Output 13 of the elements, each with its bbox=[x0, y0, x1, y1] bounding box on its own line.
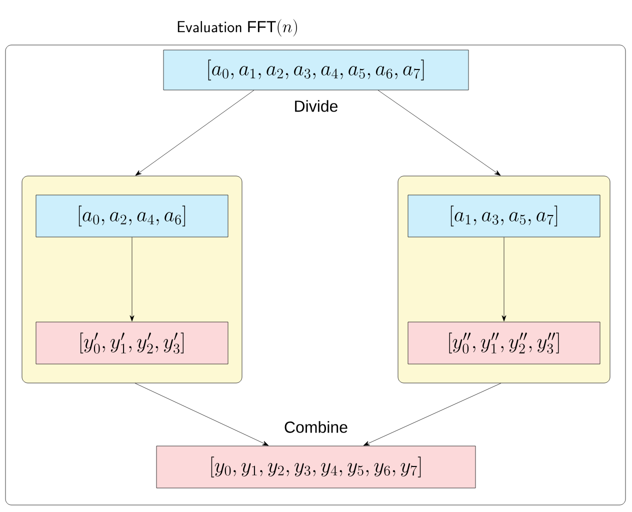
array-box: $[a_1, a_3, a_5, a_7]$ bbox=[408, 194, 600, 238]
arrow bbox=[363, 383, 502, 446]
arrow bbox=[134, 383, 269, 446]
arrow bbox=[130, 237, 134, 322]
array-box: $[y_0, y_1, y_2, y_3, y_4, y_5, y_6, y_7]$ bbox=[156, 446, 476, 488]
arrow bbox=[135, 90, 254, 176]
arrow bbox=[502, 237, 506, 322]
array-box: $[a_0, a_1, a_2, a_3, a_4, a_5, a_6, a_7]$ bbox=[163, 50, 469, 90]
title: $\textsf{Evaluation}\ \mathrm{FFT}(n)$ bbox=[178, 19, 297, 36]
array-box: $[a_0, a_2, a_4, a_6]$ bbox=[36, 194, 228, 238]
array-box: $[y''_0, y''_1, y''_2, y''_3]$ bbox=[408, 322, 600, 364]
array-box: $[y'_0, y'_1, y'_2, y'_3]$ bbox=[36, 322, 228, 364]
arrow bbox=[378, 90, 501, 176]
